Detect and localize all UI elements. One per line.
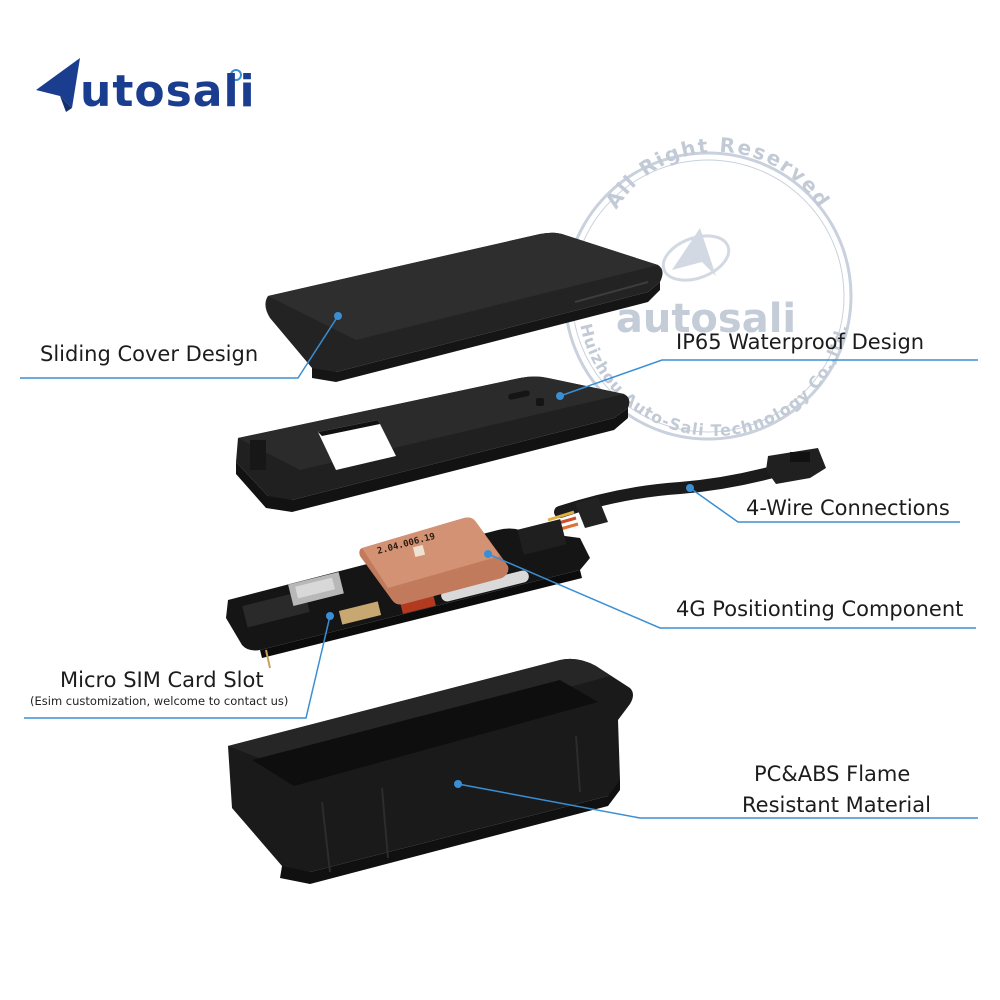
- callout-sliding-cover: Sliding Cover Design: [40, 342, 259, 366]
- callout-waterproof: IP65 Waterproof Design: [676, 330, 925, 354]
- sim-slot-icon: [288, 572, 344, 606]
- connector-plug-icon: [766, 448, 826, 484]
- callout-positioning: 4G Positionting Component: [676, 597, 964, 621]
- callout-material-line-2: Resistant Material: [742, 793, 931, 817]
- callout-sim-title: Micro SIM Card Slot: [60, 668, 264, 692]
- brand-logo-text: utosali: [80, 66, 256, 117]
- callout-sim-subtitle: (Esim customization, welcome to contact …: [30, 694, 289, 708]
- sliding-cover-part: [265, 232, 663, 382]
- waterproof-frame-part: [236, 376, 630, 512]
- gps-antenna-part: 2.04.006.19: [359, 517, 509, 605]
- callout-wire: 4-Wire Connections: [746, 496, 950, 520]
- callout-material-line-1: PC&ABS Flame: [754, 762, 911, 786]
- bottom-case-part: [228, 658, 633, 884]
